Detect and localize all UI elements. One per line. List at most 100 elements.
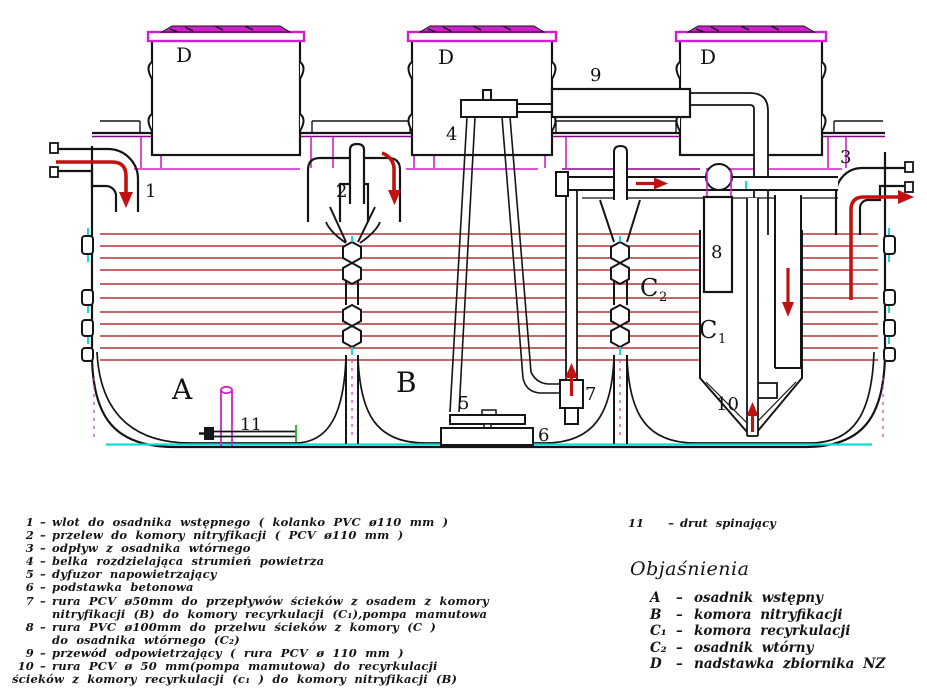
legend-num: 11 (628, 516, 645, 530)
legend-dash: – (40, 567, 46, 582)
legend-text: rura PVC ø100mm do przelwu ścieków z kom… (52, 619, 437, 634)
legend-text: nitryfikacji (B) do komory recyrkulacji … (52, 606, 488, 621)
tank-shell (90, 120, 887, 449)
legend-text: do osadnika wtórnego (C₂) (52, 632, 240, 647)
mammoth-pump-pipe-10 (746, 198, 759, 437)
legend-text: komora recyrkulacji (694, 623, 851, 640)
concrete-base (440, 427, 534, 446)
legend-sym: C₁ (650, 623, 667, 640)
legend-row-a: A–osadnik wstępny (650, 590, 927, 607)
legend-num: 5 (25, 567, 34, 582)
legend-num: 7 (25, 593, 34, 608)
legend-num: 4 (25, 554, 34, 569)
downcomer-channel (756, 195, 802, 399)
legend-row-4: 4–belka rozdzielająca strumień powietrza (12, 555, 482, 568)
legend-sym: A (650, 590, 661, 606)
overflow-weir (306, 142, 402, 244)
callout-5: 5 (458, 393, 469, 414)
legend-num: 3 (25, 541, 34, 556)
legend-dash: – (676, 606, 683, 623)
inlet-flow-arrow (56, 160, 133, 208)
legend-title: Objaśnienia (630, 558, 750, 580)
callout-10: 10 (716, 394, 739, 415)
legend-row-d: D–nadstawka zbiornika NZ (650, 656, 927, 673)
legend-dash: – (40, 554, 46, 569)
chamber-label-c2-sub: 2 (659, 290, 667, 305)
process-diagram: D D D 9 4 1 2 3 7 5 6 8 10 11 A B C 2 C … (49, 25, 914, 449)
legend-row-10b: ścieków z komory recyrkulacji (c₁ ) do k… (12, 673, 482, 686)
legend-text: nadstawka zbiornika NZ (694, 656, 886, 673)
legend-text: osadnik wtórny (694, 639, 814, 656)
legend-row-c1: C₁–komora recyrkulacji (650, 623, 927, 640)
callout-8: 8 (711, 242, 722, 263)
binding-wire-11 (199, 385, 297, 446)
partition-b-c (599, 199, 641, 444)
legend-dash: – (676, 639, 683, 656)
legend-text: odpływ z osadnika wtórnego (52, 541, 251, 556)
upflow-arrow-10 (746, 402, 759, 416)
legend-text: osadnik wstępny (694, 590, 823, 606)
chamber-label-c2: C (640, 274, 658, 302)
callout-11: 11 (240, 415, 262, 435)
legend-text: belka rozdzielająca strumień powietrza (52, 554, 325, 569)
legend-row-c2: C₂–osadnik wtórny (650, 640, 927, 657)
riser-label-1: D (176, 43, 192, 67)
riser-left (146, 25, 306, 157)
legend-dash: – (676, 656, 683, 673)
legend-dash: – (40, 619, 46, 634)
legend-num (12, 634, 34, 647)
legend-text: komora nitryfikacji (694, 606, 843, 623)
riser-label-2: D (438, 45, 454, 69)
legend-dash (34, 608, 52, 621)
legend-row-7: 7–rura PCV ø50mm do przepływów ścieków z… (12, 593, 489, 608)
legend-callouts: 1–wlot do osadnika wstępnego ( kolanko P… (12, 515, 489, 686)
legend-row-2: 2–przelew do komory nitryfikacji ( PCV ø… (12, 528, 482, 543)
legend-text: drut spinający (680, 516, 776, 530)
riser-label-3: D (700, 45, 716, 69)
callout-2: 2 (336, 181, 347, 202)
legend-dash: – (40, 541, 46, 556)
legend-dash (34, 634, 52, 647)
callout-6: 6 (538, 425, 549, 446)
drawing-labels: D D D 9 4 1 2 3 7 5 6 8 10 11 A B C 2 C … (145, 43, 851, 446)
legend-dash: – (40, 580, 46, 595)
legend-num: 1 (25, 515, 34, 529)
outlet-elbow (834, 161, 914, 235)
pipe-cross-section (705, 163, 733, 191)
inlet-elbow (49, 142, 140, 212)
legend-text: dyfuzor napowietrzający (52, 567, 217, 582)
wall-rib-bumps (81, 228, 896, 362)
legend-dash: – (40, 528, 46, 543)
legend-dash: – (668, 516, 674, 530)
legend-dash: – (40, 515, 46, 529)
legend-row-7b: nitryfikacji (B) do komory recyrkulacji … (12, 607, 487, 621)
legend-dash: – (40, 645, 46, 660)
legend-row-1: 1–wlot do osadnika wstępnego ( kolanko P… (12, 515, 482, 529)
partition-stand-pipes (613, 144, 628, 200)
overflow-pipe-8 (702, 195, 734, 294)
legend-row-11: 11 – drut spinający (628, 516, 927, 530)
airlift-pipe-7 (559, 190, 584, 425)
legend-text: podstawka betonowa (52, 580, 194, 595)
legend-dash: – (40, 659, 46, 674)
chamber-label-c1: C (699, 316, 717, 344)
legend-sym: D (650, 656, 662, 673)
legend-sym: B (650, 606, 662, 623)
diffuser (449, 409, 526, 430)
legend-text: rura PCV ø 50 mm(pompa mamutowa) do recy… (52, 659, 438, 674)
beam-legs (449, 116, 561, 413)
legend-text: ścieków z komory recyrkulacji (c₁ ) do k… (12, 672, 458, 687)
upflow-arrow-7 (565, 363, 578, 378)
legend-row-6: 6–podstawka betonowa (12, 581, 482, 594)
chamber-label-a: A (171, 373, 193, 406)
legend-sym: C₂ (650, 639, 667, 656)
chamber-label-b: B (396, 366, 417, 399)
legend-num: 8 (25, 619, 34, 634)
transfer-channel (555, 163, 838, 206)
outlet-flow-arrow (849, 190, 914, 300)
downflow-arrow (782, 302, 794, 317)
legend-dash: – (40, 593, 46, 608)
legend-num: 9 (25, 645, 34, 660)
legend-chambers: 11 – drut spinający Objaśnienia A–osadni… (628, 516, 927, 673)
